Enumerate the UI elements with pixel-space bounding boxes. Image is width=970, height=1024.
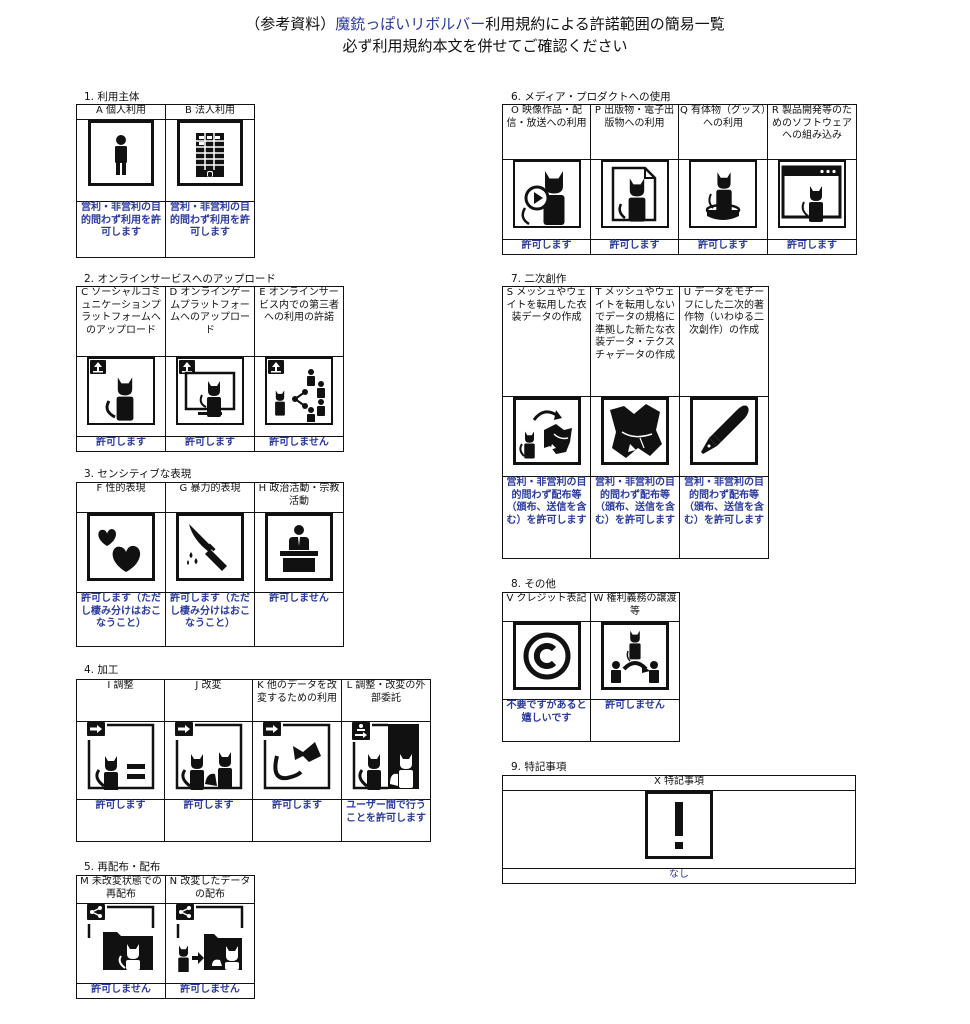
item-result-g: 許可します（ただし棲み分けはおこなうこと）	[165, 592, 255, 647]
item-result-e: 許可しません	[254, 436, 344, 452]
section-table-sensitive: F 性的表現 G 暴力的表現 H 政治活動・宗教活動 許可します（ただし棲み分け…	[76, 482, 344, 647]
item-result-p: 許可します	[590, 239, 679, 255]
podium-icon	[265, 513, 333, 581]
item-result-r: 許可します	[767, 239, 857, 255]
section-table-derivative: S メッシュやウェイトを転用した衣装データの作成 T メッシュやウェイトを転用し…	[502, 286, 769, 559]
figure-icon	[689, 160, 757, 228]
item-result-t: 営利・非営利の目的問わず配布等（頒布、送信を含む）を許可します	[590, 476, 680, 559]
section-label-media: 6. メディア・プロダクトへの使用	[511, 91, 671, 103]
title-prefix: （参考資料）	[245, 15, 336, 33]
title-product-name: 魔銃っぽいリボルバー	[335, 15, 486, 33]
hearts-icon	[87, 513, 155, 581]
item-head-d: D オンラインゲームプラットフォームへのアップロード	[165, 286, 255, 357]
item-head-m: M 未改変状態での再配布	[76, 875, 166, 904]
item-head-e: E オンラインサービス内での第三者への利用の許諾	[254, 286, 344, 357]
copyright-icon	[512, 622, 581, 690]
exclamation-icon	[645, 791, 713, 859]
item-result-f: 許可します（ただし棲み分けはおこなうこと）	[76, 592, 166, 647]
item-head-s: S メッシュやウェイトを転用した衣装データの作成	[502, 286, 591, 397]
item-head-f: F 性的表現	[76, 482, 166, 513]
upload-share-icon	[265, 357, 333, 425]
section-label-usage-subject: 1. 利用主体	[84, 91, 140, 103]
item-head-u: U データをモチーフにした二次的著作物（いわゆる二次創作）の作成	[679, 286, 769, 397]
item-head-o: O 映像作品・配信・放送への利用	[502, 104, 591, 160]
item-result-u: 営利・非営利の目的問わず配布等（頒布、送信を含む）を許可します	[679, 476, 769, 559]
section-table-redistribution: M 未改変状態での再配布 N 改変したデータの配布 許可しません 許可しません	[76, 875, 255, 999]
video-icon	[512, 160, 581, 228]
item-head-r: R 製品開発等のためのソフトウェアへの組み込み	[767, 104, 857, 160]
title-suffix: 利用規約による許諾範囲の簡易一覧	[485, 15, 725, 33]
item-result-q: 許可します	[678, 239, 768, 255]
upload-avatar-icon	[87, 357, 155, 425]
item-head-q: Q 有体物（グッズ）への利用	[678, 104, 768, 160]
section-table-online-upload: C ソーシャルコミュニケーションプラットフォームへのアップロード D オンライン…	[76, 286, 344, 452]
item-head-i: I 調整	[76, 679, 165, 722]
item-head-h: H 政治活動・宗教活動	[254, 482, 344, 513]
section-label-processing: 4. 加工	[84, 664, 119, 676]
redistribute-icon	[87, 904, 155, 972]
item-head-k: K 他のデータを改変するための利用	[252, 679, 342, 722]
section-label-derivative: 7. 二次創作	[511, 273, 567, 285]
section-table-usage-subject: A 個人利用 B 法人利用 営利・非営利の目的問わず利用を許可します 営利・非営…	[76, 104, 255, 258]
item-result-i: 許可します	[76, 799, 165, 842]
item-head-p: P 出版物・電子出版物への利用	[590, 104, 679, 160]
item-result-v: 不要ですがあると嬉しいです	[502, 699, 591, 742]
pen-icon	[690, 397, 758, 465]
publication-icon	[600, 160, 669, 228]
item-head-j: J 改変	[164, 679, 253, 722]
item-result-l: ユーザー間で行うことを許可します	[341, 799, 431, 842]
item-result-b: 営利・非営利の目的問わず利用を許可します	[165, 201, 255, 258]
software-icon	[778, 160, 846, 228]
item-result-n: 許可しません	[165, 983, 255, 999]
item-head-b: B 法人利用	[165, 104, 255, 120]
section-table-notes: X 特記事項 なし	[502, 775, 856, 884]
item-result-m: 許可しません	[76, 983, 166, 999]
item-head-v: V クレジット表記	[502, 592, 591, 622]
item-result-h: 許可しません	[254, 592, 344, 647]
section-table-media: O 映像作品・配信・放送への利用 P 出版物・電子出版物への利用 Q 有体物（グ…	[502, 104, 857, 255]
item-head-w: W 権利義務の譲渡等	[590, 592, 680, 622]
section-table-other: V クレジット表記 W 権利義務の譲渡等 不要ですがあると嬉しいです 許可しませ…	[502, 592, 680, 742]
page-subtitle: 必ず利用規約本文を併せてご確認ください	[342, 37, 628, 55]
section-table-processing: I 調整 J 改変 K 他のデータを改変するための利用 L 調整・改変の外部委託…	[76, 679, 431, 842]
adjust-icon	[86, 722, 155, 790]
mesh-transfer-icon	[512, 397, 581, 465]
item-head-n: N 改変したデータの配布	[165, 875, 255, 904]
item-result-o: 許可します	[502, 239, 591, 255]
distribute-modified-icon	[176, 904, 244, 972]
item-result-w: 許可しません	[590, 699, 680, 742]
item-result-k: 許可します	[252, 799, 342, 842]
item-head-g: G 暴力的表現	[165, 482, 255, 513]
transfer-rights-icon	[601, 622, 669, 690]
item-result-a: 営利・非営利の目的問わず利用を許可します	[76, 201, 166, 258]
section-label-redistribution: 5. 再配布・配布	[84, 861, 161, 873]
outsource-icon	[352, 722, 420, 790]
section-label-other: 8. その他	[511, 578, 556, 590]
item-result-s: 営利・非営利の目的問わず配布等（頒布、送信を含む）を許可します	[502, 476, 591, 559]
item-result-d: 許可します	[165, 436, 255, 452]
section-label-online-upload: 2. オンラインサービスへのアップロード	[84, 273, 276, 285]
page-title: （参考資料）魔銃っぽいリボルバー利用規約による許諾範囲の簡易一覧	[0, 14, 970, 34]
parts-icon	[263, 722, 331, 790]
item-result-x: なし	[502, 868, 856, 884]
item-result-c: 許可します	[76, 436, 166, 452]
modify-icon	[174, 722, 243, 790]
knife-icon	[176, 513, 244, 581]
item-head-a: A 個人利用	[76, 104, 166, 120]
outfit-icon	[601, 397, 669, 465]
item-head-c: C ソーシャルコミュニケーションプラットフォームへのアップロード	[76, 286, 166, 357]
person-icon	[88, 120, 154, 186]
item-head-t: T メッシュやウェイトを転用しないでデータの規格に準拠した新たな衣装データ・テク…	[590, 286, 680, 397]
upload-monitor-icon	[176, 357, 244, 425]
item-result-j: 許可します	[164, 799, 253, 842]
item-head-x: X 特記事項	[502, 775, 856, 791]
section-label-notes: 9. 特記事項	[511, 761, 567, 773]
building-icon	[177, 120, 243, 186]
section-label-sensitive: 3. センシティブな表現	[84, 468, 192, 480]
item-head-l: L 調整・改変の外部委託	[341, 679, 431, 722]
